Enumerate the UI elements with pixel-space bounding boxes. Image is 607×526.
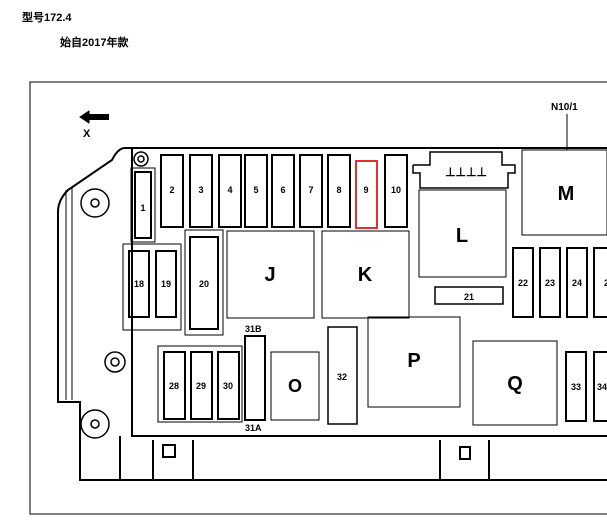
svg-text:⊥⊥⊥⊥: ⊥⊥⊥⊥: [445, 165, 487, 179]
fuse-19: 19: [161, 279, 171, 289]
clip-icon: [152, 440, 490, 480]
svg-text:J: J: [264, 264, 275, 286]
svg-text:3: 3: [198, 185, 203, 195]
svg-text:O: O: [288, 376, 302, 396]
fuse-31a-label: 31A: [245, 423, 262, 433]
fuse-4: 4: [218, 154, 242, 228]
svg-text:M: M: [558, 183, 575, 205]
fuse-29: 29: [196, 381, 206, 391]
fuse-25: 25: [593, 247, 607, 318]
svg-text:33: 33: [571, 382, 581, 392]
relay-K: K: [321, 230, 410, 319]
fuse-1: 1: [130, 167, 156, 243]
svg-text:5: 5: [253, 185, 258, 195]
fuse-33: 33: [565, 351, 587, 422]
svg-text:9: 9: [363, 185, 368, 195]
fuse-6: 6: [271, 154, 295, 228]
svg-text:2: 2: [169, 185, 174, 195]
fuse-34: 34: [593, 351, 607, 422]
fuse-block-28-30: 28 29 30: [157, 345, 243, 423]
model-label: 型号172.4: [22, 12, 72, 24]
direction-arrow-icon: [79, 110, 109, 124]
connector-icon: ⊥⊥⊥⊥: [412, 151, 516, 189]
svg-text:24: 24: [572, 278, 582, 288]
svg-text:10: 10: [391, 185, 401, 195]
svg-text:23: 23: [545, 278, 555, 288]
svg-text:20: 20: [199, 279, 209, 289]
svg-text:7: 7: [308, 185, 313, 195]
svg-text:P: P: [407, 350, 420, 372]
relay-Q: Q: [472, 340, 558, 426]
fuse-8: 8: [327, 154, 351, 228]
fuse-32: 32: [327, 326, 358, 425]
svg-text:25: 25: [604, 278, 607, 288]
fuse-24: 24: [566, 247, 588, 318]
diagram-frame: [29, 81, 607, 515]
fuse-9-highlighted: 9: [355, 160, 378, 229]
fuse-10: 10: [384, 154, 408, 228]
fuse-22: 22: [512, 247, 534, 318]
svg-text:L: L: [456, 225, 468, 247]
relay-P: P: [367, 316, 461, 408]
fuse-31: 31B 31A: [244, 324, 266, 433]
svg-text:4: 4: [227, 185, 232, 195]
model-year-label: 始自2017年款: [60, 37, 129, 49]
fuse-31b-label: 31B: [245, 324, 262, 334]
relay-O: O: [270, 351, 320, 421]
svg-text:K: K: [358, 264, 373, 286]
fuse-7: 7: [299, 154, 323, 228]
fuse-3: 3: [189, 154, 213, 228]
svg-text:1: 1: [140, 203, 145, 213]
fuse-23: 23: [539, 247, 561, 318]
fuse-28: 28: [169, 381, 179, 391]
fuse-2: 2: [160, 154, 184, 228]
housing-outline: [57, 147, 607, 481]
fuse-block-18-19: 18 19: [122, 243, 182, 331]
fuse-21: 21: [434, 286, 504, 305]
svg-text:32: 32: [337, 372, 347, 382]
relay-L: L: [418, 189, 507, 278]
relay-M: M: [521, 149, 607, 236]
fuse-20: 20: [184, 229, 224, 336]
fuse-30: 30: [223, 381, 233, 391]
svg-text:Q: Q: [507, 373, 523, 395]
mounting-hole-icon: [80, 151, 149, 439]
svg-text:34: 34: [597, 382, 607, 392]
svg-text:8: 8: [336, 185, 341, 195]
svg-text:21: 21: [464, 292, 474, 302]
relay-J: J: [226, 230, 315, 319]
fuse-18: 18: [134, 279, 144, 289]
connector-label: N10/1: [551, 102, 578, 113]
direction-label: X: [83, 128, 91, 140]
fuse-5: 5: [244, 154, 268, 228]
svg-text:22: 22: [518, 278, 528, 288]
svg-text:6: 6: [280, 185, 285, 195]
